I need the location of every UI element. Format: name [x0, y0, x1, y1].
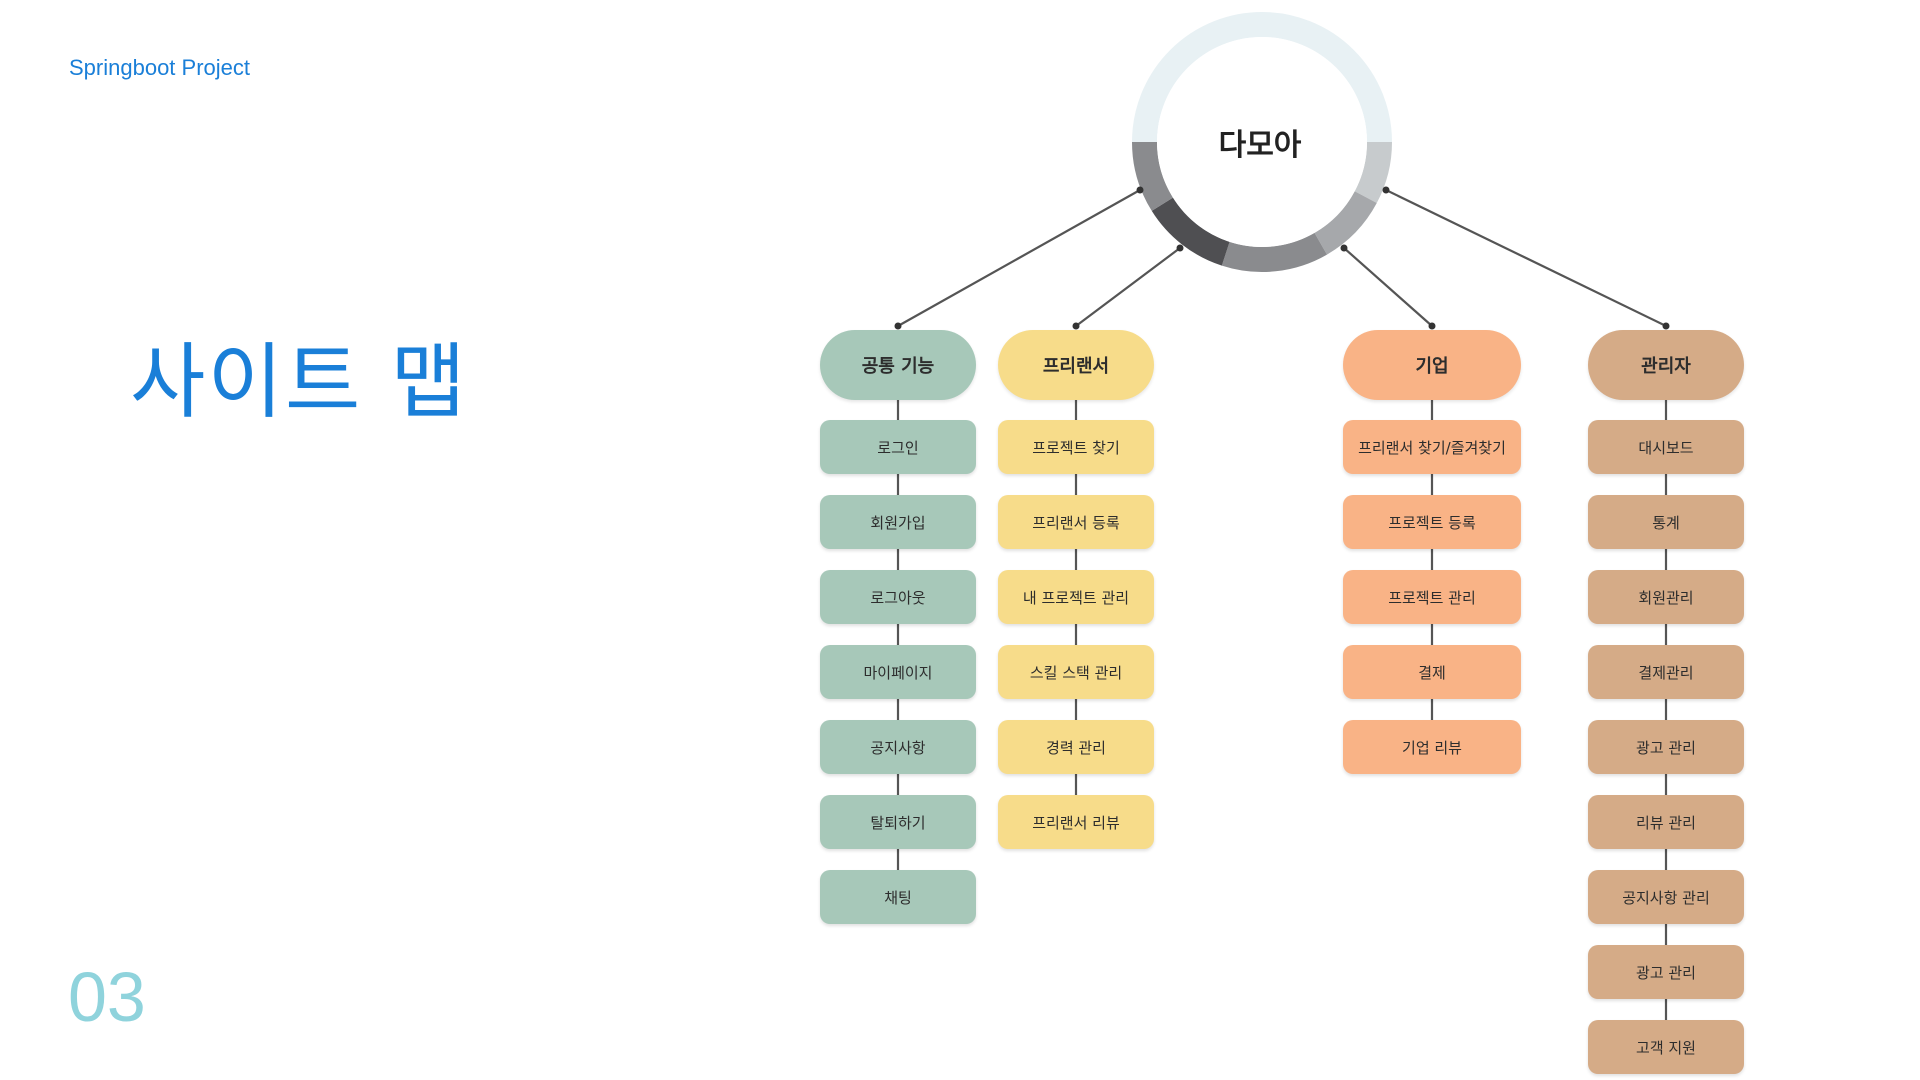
sitemap-item-admin: 결제관리 [1588, 645, 1744, 699]
sitemap-item-company: 프로젝트 등록 [1343, 495, 1521, 549]
sitemap-item-freelancer: 경력 관리 [998, 720, 1154, 774]
sitemap-item-common: 탈퇴하기 [820, 795, 976, 849]
connector-dot-head-company [1428, 322, 1436, 330]
root-node-label: 다모아 [1218, 128, 1302, 163]
sitemap-item-freelancer: 스킬 스택 관리 [998, 645, 1154, 699]
ring-segment-lower-right [1314, 190, 1377, 255]
connector-dot-root-common [1136, 186, 1144, 194]
sitemap-item-admin: 고객 지원 [1588, 1020, 1744, 1074]
connector-freelancer [1075, 247, 1181, 327]
sitemap-item-common: 채팅 [820, 870, 976, 924]
connector-admin [1385, 189, 1667, 327]
ring-segment-left [1132, 141, 1174, 211]
sitemap-item-company: 결제 [1343, 645, 1521, 699]
sitemap-item-admin: 대시보드 [1588, 420, 1744, 474]
sitemap-item-freelancer: 내 프로젝트 관리 [998, 570, 1154, 624]
sitemap-item-admin: 리뷰 관리 [1588, 795, 1744, 849]
sitemap-item-admin: 광고 관리 [1588, 720, 1744, 774]
connector-common [897, 189, 1141, 327]
sitemap-item-common: 로그인 [820, 420, 976, 474]
sitemap-item-admin: 회원관리 [1588, 570, 1744, 624]
root-ring [1132, 12, 1392, 272]
column-lines [896, 400, 1668, 1022]
sitemap-item-admin: 광고 관리 [1588, 945, 1744, 999]
root-node [1157, 37, 1367, 247]
sitemap-item-company: 프로젝트 관리 [1343, 570, 1521, 624]
connector-dot-root-admin [1382, 186, 1390, 194]
sitemap-item-freelancer: 프로젝트 찾기 [998, 420, 1154, 474]
connector-dot-head-admin [1662, 322, 1670, 330]
project-label: Springboot Project [69, 55, 250, 80]
column-head-company: 기업 [1343, 330, 1521, 400]
ring-segment-top [1132, 12, 1392, 143]
column-head-admin: 관리자 [1588, 330, 1744, 400]
sitemap-item-common: 마이페이지 [820, 645, 976, 699]
sitemap-item-admin: 공지사항 관리 [1588, 870, 1744, 924]
column-head-freelancer: 프리랜서 [998, 330, 1154, 400]
sitemap-item-freelancer: 프리랜서 리뷰 [998, 795, 1154, 849]
page-number: 03 [68, 958, 146, 1036]
ring-segment-bottom [1221, 232, 1327, 272]
sitemap-item-company: 기업 리뷰 [1343, 720, 1521, 774]
connector-dot-root-company [1340, 244, 1348, 252]
connector-dot-head-common [894, 322, 902, 330]
connector-dots [894, 186, 1670, 330]
connector-dot-root-freelancer [1176, 244, 1184, 252]
sitemap-item-common: 회원가입 [820, 495, 976, 549]
sitemap-item-admin: 통계 [1588, 495, 1744, 549]
sitemap-item-company: 프리랜서 찾기/즐겨찾기 [1343, 420, 1521, 474]
sitemap-item-freelancer: 프리랜서 등록 [998, 495, 1154, 549]
sitemap-item-common: 공지사항 [820, 720, 976, 774]
root-connectors [897, 189, 1667, 327]
column-head-common: 공통 기능 [820, 330, 976, 400]
connector-dot-head-freelancer [1072, 322, 1080, 330]
sitemap-item-common: 로그아웃 [820, 570, 976, 624]
page-title: 사이트 맵 [130, 335, 468, 430]
ring-segment-lower-left [1151, 197, 1230, 266]
connector-company [1343, 247, 1433, 327]
ring-segment-right [1354, 141, 1392, 204]
